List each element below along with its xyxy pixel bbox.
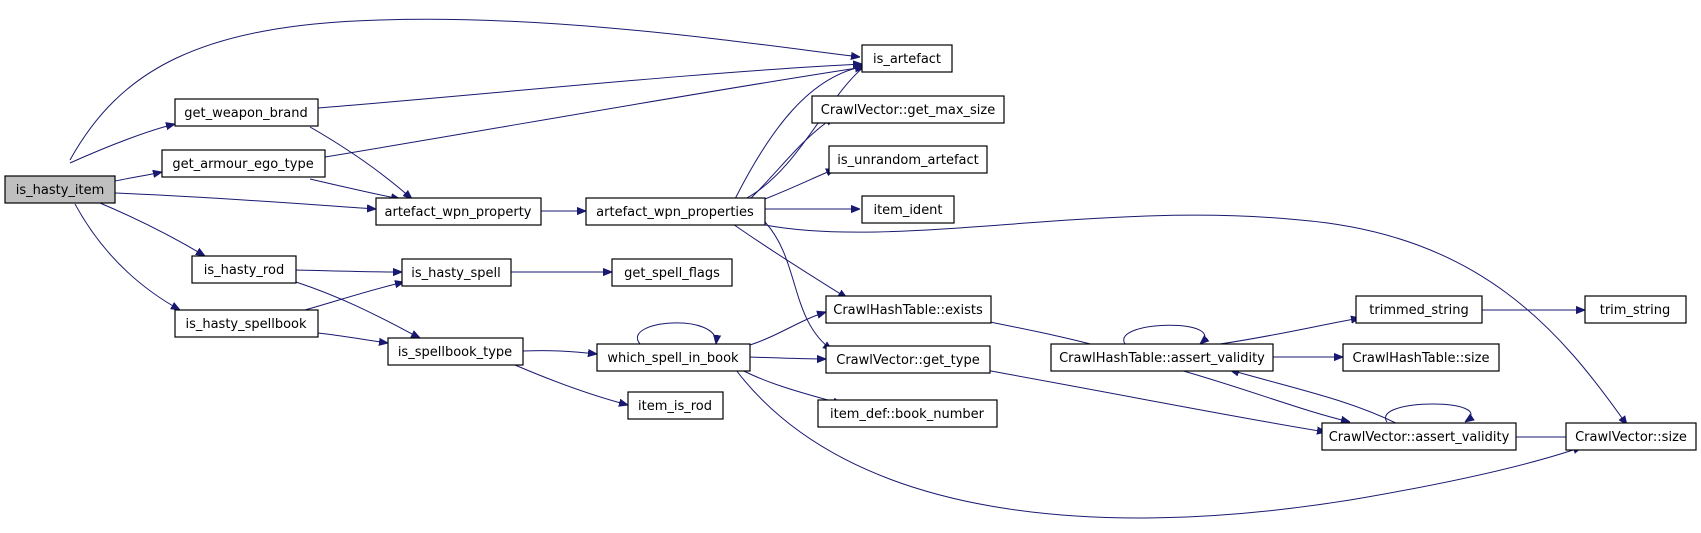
svg-text:get_weapon_brand: get_weapon_brand	[184, 106, 307, 121]
svg-text:CrawlVector::get_max_size: CrawlVector::get_max_size	[821, 103, 995, 118]
svg-text:is_spellbook_type: is_spellbook_type	[398, 345, 512, 360]
node-get_spell_flags[interactable]: get_spell_flags	[611, 258, 733, 287]
edge-artefact_wpn_properties-is_artefact	[734, 66, 866, 200]
svg-text:CrawlHashTable::size: CrawlHashTable::size	[1353, 351, 1490, 366]
svg-text:CrawlHashTable::exists: CrawlHashTable::exists	[833, 303, 983, 318]
svg-text:is_hasty_spellbook: is_hasty_spellbook	[185, 317, 307, 332]
edge-is_hasty_item-artefact_wpn_property	[114, 192, 376, 209]
svg-text:item_def::book_number: item_def::book_number	[830, 407, 985, 422]
node-cv_get_type[interactable]: CrawlVector::get_type	[825, 345, 991, 374]
edge-get_weapon_brand-artefact_wpn_property	[309, 126, 412, 199]
edge-which_spell_in_book-cv_size	[735, 369, 1582, 519]
node-is_spellbook_type[interactable]: is_spellbook_type	[387, 337, 524, 366]
edge-artefact_wpn_properties-cv_get_max_size	[749, 117, 834, 200]
node-get_armour_ego_type[interactable]: get_armour_ego_type	[161, 149, 326, 178]
svg-text:get_spell_flags: get_spell_flags	[624, 266, 720, 281]
svg-text:is_hasty_item: is_hasty_item	[16, 183, 105, 198]
edge-cv_assert_validity-self	[1384, 403, 1471, 422]
edge-get_weapon_brand-is_artefact	[317, 64, 862, 109]
node-item_ident[interactable]: item_ident	[861, 195, 955, 224]
edge-artefact_wpn_properties-is_artefact-2	[744, 64, 868, 200]
edge-is_hasty_spellbook-is_spellbook_type	[317, 332, 388, 343]
edge-which_spell_in_book-book_number	[739, 368, 842, 404]
svg-text:which_spell_in_book: which_spell_in_book	[607, 351, 739, 366]
edge-is_hasty_spellbook-is_hasty_spell	[304, 282, 404, 311]
edge-cht_assert_validity-cv_assert_validity	[1179, 369, 1350, 422]
node-cht_exists[interactable]: CrawlHashTable::exists	[825, 295, 992, 324]
node-artefact_wpn_properties[interactable]: artefact_wpn_properties	[585, 197, 766, 226]
node-which_spell_in_book[interactable]: which_spell_in_book	[596, 343, 751, 372]
edge-which_spell_in_book-cv_get_type	[749, 357, 826, 359]
edge-artefact_wpn_properties-cv_get_type	[764, 221, 832, 350]
edge-cht_assert_validity-self	[1123, 324, 1205, 344]
node-is_artefact[interactable]: is_artefact	[861, 44, 953, 73]
edge-get_armour_ego_type-is_artefact	[324, 67, 864, 158]
node-is_hasty_rod[interactable]: is_hasty_rod	[191, 255, 297, 284]
svg-text:CrawlVector::assert_validity: CrawlVector::assert_validity	[1329, 430, 1510, 445]
svg-text:item_ident: item_ident	[873, 203, 942, 218]
edge-is_spellbook_type-which_spell_in_book	[522, 351, 597, 354]
edges	[69, 18, 1627, 519]
svg-text:artefact_wpn_properties: artefact_wpn_properties	[596, 205, 754, 220]
svg-text:is_hasty_spell: is_hasty_spell	[411, 266, 500, 281]
edge-get_armour_ego_type-artefact_wpn_property	[309, 178, 400, 199]
node-cv_assert_validity[interactable]: CrawlVector::assert_validity	[1321, 422, 1517, 451]
svg-text:CrawlHashTable::assert_validit: CrawlHashTable::assert_validity	[1059, 351, 1265, 366]
svg-text:is_unrandom_artefact: is_unrandom_artefact	[837, 153, 978, 168]
edge-is_hasty_rod-is_spellbook_type	[295, 281, 420, 338]
nodes: is_hasty_item get_weapon_brand get_armou…	[4, 44, 1697, 451]
edge-is_hasty_item-is_artefact	[69, 18, 860, 161]
edge-is_hasty_rod-is_hasty_spell	[295, 270, 402, 272]
edge-cv_get_type-cv_assert_validity	[979, 368, 1326, 432]
svg-text:CrawlVector::size: CrawlVector::size	[1575, 430, 1687, 445]
svg-text:CrawlVector::get_type: CrawlVector::get_type	[836, 353, 979, 368]
edge-which_spell_in_book-self	[636, 322, 716, 344]
svg-text:is_artefact: is_artefact	[873, 52, 941, 67]
svg-text:trim_string: trim_string	[1600, 303, 1671, 318]
edge-is_hasty_item-is_hasty_rod	[99, 202, 205, 256]
node-cv_get_max_size[interactable]: CrawlVector::get_max_size	[811, 95, 1005, 124]
edge-is_hasty_item-is_hasty_spellbook	[74, 203, 180, 310]
node-cht_assert_validity[interactable]: CrawlHashTable::assert_validity	[1050, 343, 1274, 372]
edge-which_spell_in_book-cht_exists	[749, 312, 826, 346]
node-cv_size[interactable]: CrawlVector::size	[1565, 422, 1697, 451]
node-get_weapon_brand[interactable]: get_weapon_brand	[174, 98, 319, 127]
node-cht_size[interactable]: CrawlHashTable::size	[1342, 343, 1500, 372]
svg-text:is_hasty_rod: is_hasty_rod	[204, 263, 284, 278]
edge-is_hasty_item-get_weapon_brand	[69, 124, 175, 164]
node-artefact_wpn_property[interactable]: artefact_wpn_property	[375, 197, 542, 226]
svg-text:get_armour_ego_type: get_armour_ego_type	[172, 157, 313, 172]
edge-cv_assert_validity-cht_assert_validity	[1230, 370, 1401, 426]
node-is_hasty_spell[interactable]: is_hasty_spell	[401, 258, 512, 287]
edge-is_spellbook_type-item_is_rod	[514, 364, 628, 405]
edge-is_hasty_item-get_armour_ego_type	[114, 172, 162, 182]
node-trim_string[interactable]: trim_string	[1584, 295, 1687, 324]
node-is_hasty_item[interactable]: is_hasty_item	[4, 175, 116, 204]
edge-cht_assert_validity-trimmed_string	[1219, 318, 1360, 345]
node-item_is_rod[interactable]: item_is_rod	[627, 391, 724, 420]
node-trimmed_string[interactable]: trimmed_string	[1355, 295, 1483, 324]
svg-text:artefact_wpn_property: artefact_wpn_property	[385, 205, 532, 220]
node-book_number[interactable]: item_def::book_number	[817, 399, 998, 428]
edge-artefact_wpn_properties-is_unrandom_artefact	[764, 168, 835, 200]
svg-text:item_is_rod: item_is_rod	[638, 399, 712, 414]
svg-text:trimmed_string: trimmed_string	[1369, 303, 1468, 318]
node-is_hasty_spellbook[interactable]: is_hasty_spellbook	[174, 309, 319, 338]
edge-artefact_wpn_properties-cht_exists	[729, 221, 847, 298]
node-is_unrandom_artefact[interactable]: is_unrandom_artefact	[828, 145, 988, 174]
edge-artefact_wpn_properties-cv_size	[764, 214, 1627, 425]
